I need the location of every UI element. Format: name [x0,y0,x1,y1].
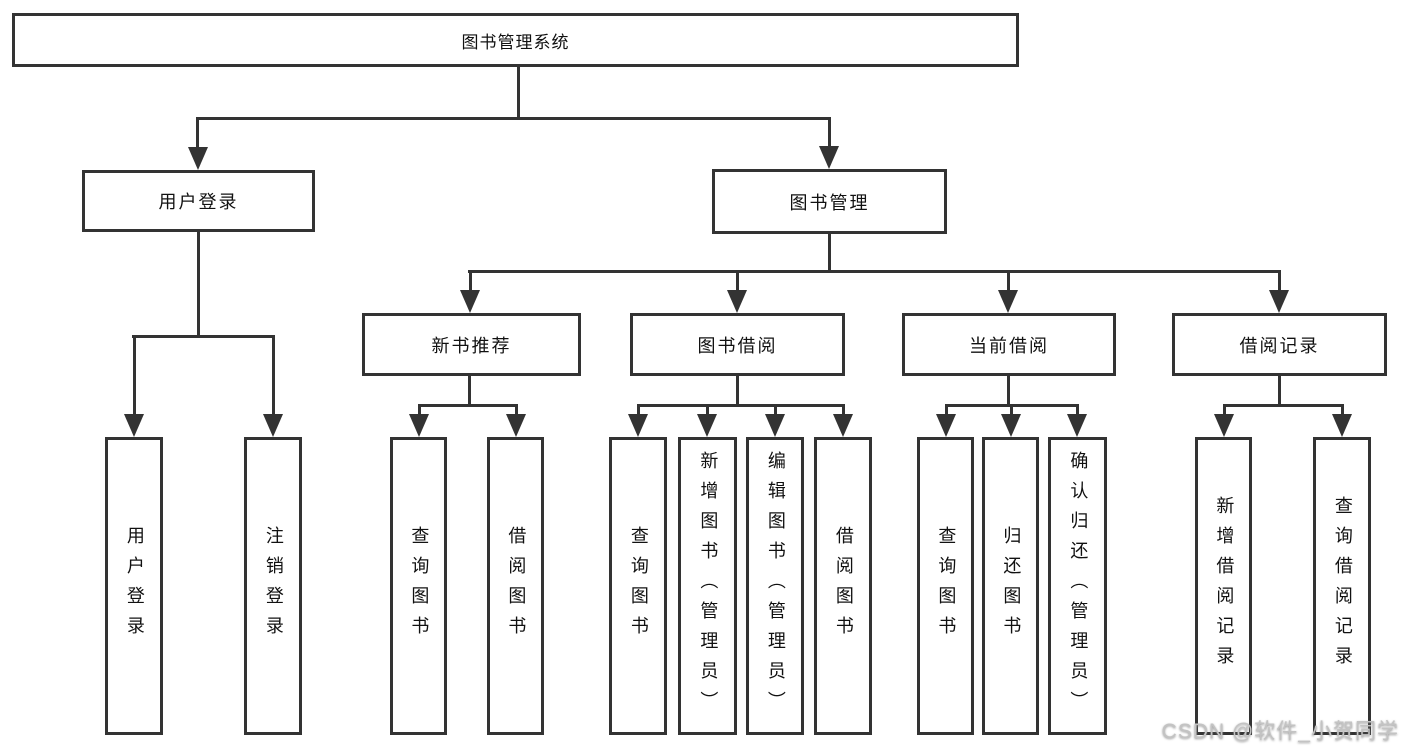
arrow-down [263,414,283,437]
node-user-login: 用户登录 [82,170,315,232]
node-book-management: 图书管理 [712,169,947,234]
leaf-label: 确认归还（管理员） [1068,451,1089,721]
leaf-label: 查询借阅记录 [1332,496,1353,676]
node-borrowing-records: 借阅记录 [1172,313,1387,376]
connector-vline [828,117,831,149]
arrow-down [727,290,747,313]
node-label: 图书管理 [789,192,870,213]
connector-vline [1007,270,1010,291]
leaf-return-books: 归还图书 [982,437,1039,735]
node-label: 图书管理系统 [461,32,570,52]
arrow-down [833,414,853,437]
connector-vline [468,376,471,406]
leaf-add-borrow-record: 新增借阅记录 [1195,437,1252,735]
leaf-label: 新增图书（管理员） [698,451,719,721]
leaf-query-borrow-record: 查询借阅记录 [1313,437,1371,735]
leaf-add-book-admin: 新增图书（管理员） [678,437,737,735]
connector-vline [1010,404,1013,416]
arrow-down [460,290,480,313]
node-library-management-system: 图书管理系统 [12,13,1019,67]
connector-vline [736,270,739,291]
connector-hline [132,335,275,338]
connector-vline [828,234,831,272]
connector-vline [774,404,777,416]
leaf-label: 编辑图书（管理员） [765,451,786,721]
leaf-label: 注销登录 [263,526,284,646]
connector-hline [468,270,1280,273]
arrow-down [188,147,208,170]
arrow-down [1214,414,1234,437]
leaf-label: 查询图书 [628,526,649,646]
arrow-down [936,414,956,437]
connector-vline [1076,404,1079,416]
connector-hline [418,404,518,407]
arrow-down [1067,414,1087,437]
leaf-label: 归还图书 [1001,526,1022,646]
connector-vline [133,335,136,415]
node-current-borrowing: 当前借阅 [902,313,1116,376]
node-label: 借阅记录 [1239,335,1320,356]
arrow-down [819,146,839,169]
connector-vline [418,404,421,416]
connector-vline [1278,270,1281,291]
connector-vline [517,67,520,119]
leaf-query-books-borrowing: 查询图书 [609,437,667,735]
leaf-label: 借阅图书 [506,526,527,646]
connector-vline [515,404,518,416]
node-label: 图书借阅 [697,335,778,356]
arrow-down [1001,414,1021,437]
leaf-label: 借阅图书 [833,526,854,646]
connector-hline [1223,404,1344,407]
connector-vline [196,117,199,150]
connector-vline [197,232,200,337]
leaf-query-books-current: 查询图书 [917,437,974,735]
leaf-logout: 注销登录 [244,437,302,735]
leaf-label: 查询图书 [936,526,957,646]
leaf-label: 用户登录 [124,526,145,646]
connector-vline [1278,376,1281,406]
arrow-down [628,414,648,437]
node-label: 新书推荐 [431,335,512,356]
arrow-down [697,414,717,437]
leaf-confirm-return-admin: 确认归还（管理员） [1048,437,1107,735]
arrow-down [1269,290,1289,313]
csdn-watermark: CSDN @软件_小贺同学 [1161,720,1399,743]
connector-hline [196,117,830,120]
connector-vline [736,376,739,406]
connector-vline [1007,376,1010,406]
node-label: 当前借阅 [969,335,1049,356]
connector-vline [842,404,845,416]
leaf-label: 新增借阅记录 [1214,496,1235,676]
arrow-down [765,414,785,437]
arrow-down [124,414,144,437]
arrow-down [1332,414,1352,437]
arrow-down [409,414,429,437]
arrow-down [998,290,1018,313]
connector-vline [469,270,472,291]
connector-vline [706,404,709,416]
leaf-borrow-books-recommend: 借阅图书 [487,437,544,735]
leaf-borrow-books: 借阅图书 [814,437,872,735]
connector-vline [1223,404,1226,416]
connector-vline [637,404,640,416]
node-book-borrowing: 图书借阅 [630,313,845,376]
arrow-down [506,414,526,437]
connector-vline [272,335,275,415]
connector-hline [637,404,845,407]
node-label: 用户登录 [158,192,239,212]
connector-vline [945,404,948,416]
leaf-label: 查询图书 [409,526,430,646]
connector-vline [1341,404,1344,416]
node-new-book-recommendation: 新书推荐 [362,313,581,376]
leaf-query-books-recommend: 查询图书 [390,437,447,735]
leaf-edit-book-admin: 编辑图书（管理员） [746,437,804,735]
leaf-user-login: 用户登录 [105,437,163,735]
